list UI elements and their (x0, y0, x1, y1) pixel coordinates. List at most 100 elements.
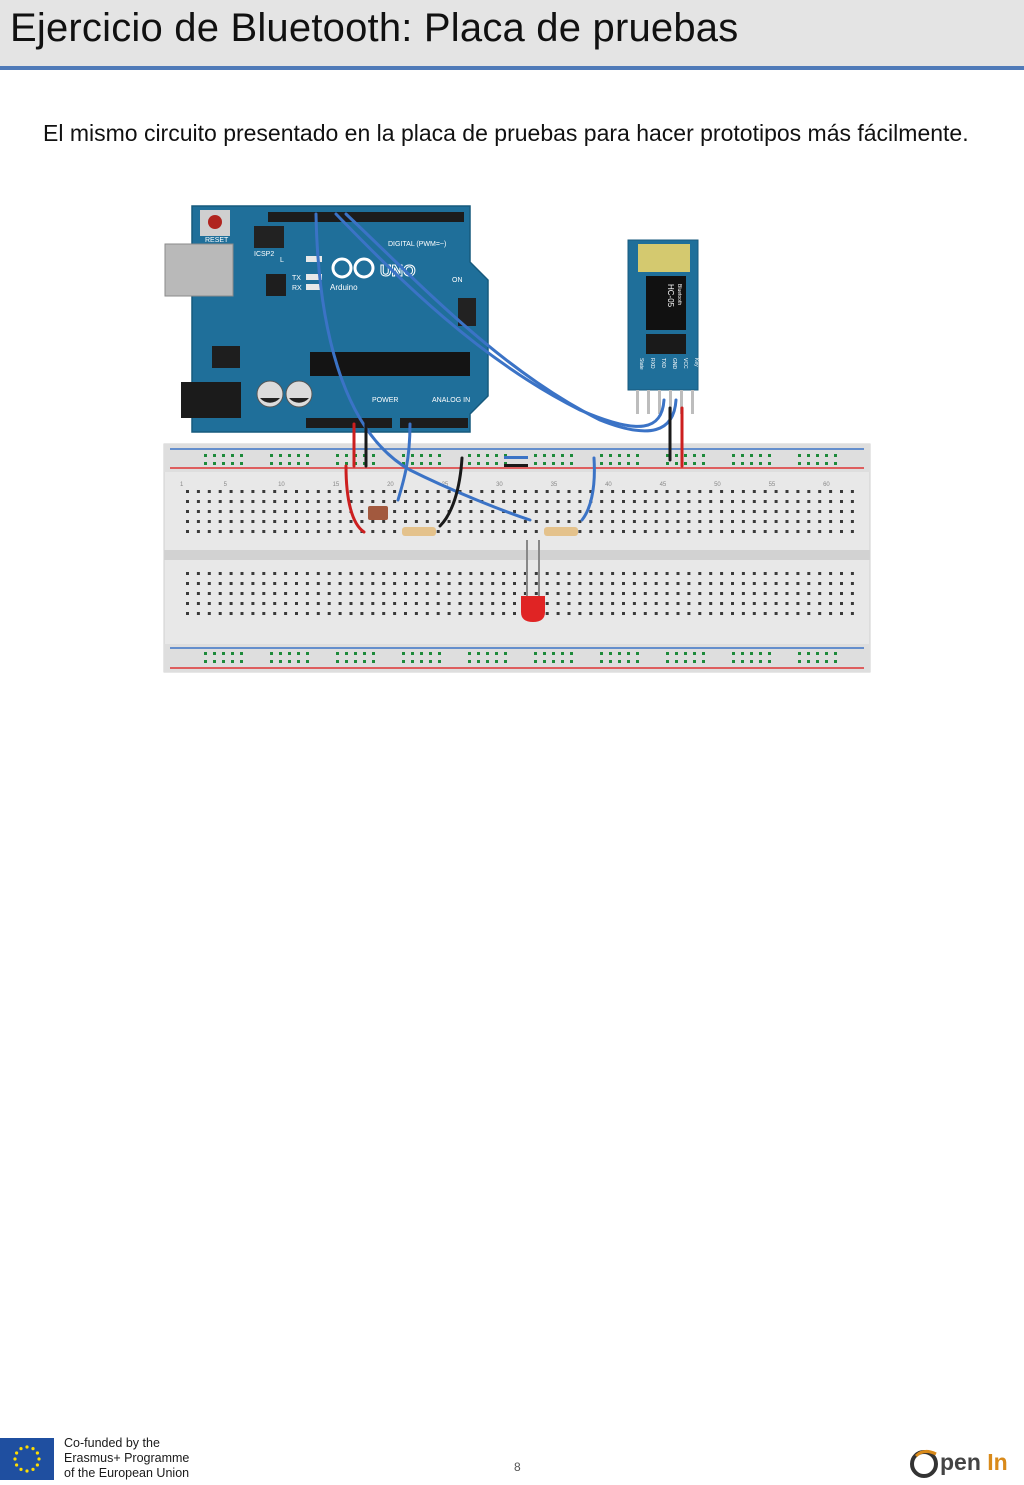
rail-hole (675, 462, 678, 465)
rail-hole (402, 652, 405, 655)
breadboard-hole (731, 582, 734, 585)
breadboard-hole (741, 592, 745, 595)
breadboard-hole (360, 490, 364, 493)
breadboard-hole (262, 572, 266, 575)
breadboard-hole (513, 602, 516, 605)
voltage-regulator (212, 346, 240, 368)
breadboard-hole (600, 500, 604, 503)
rail-hole (618, 660, 621, 663)
breadboard-hole (447, 572, 451, 575)
rail-hole (609, 660, 612, 663)
breadboard-hole (665, 520, 669, 523)
breadboard-hole (480, 572, 484, 575)
led-red (521, 596, 545, 622)
breadboard-hole (850, 592, 854, 595)
breadboard-hole (262, 592, 266, 595)
rail-hole (732, 660, 735, 663)
breadboard-hole (567, 612, 571, 615)
rail-hole (798, 660, 801, 663)
rail-hole (504, 660, 507, 663)
rail-hole (345, 660, 348, 663)
breadboard-hole (731, 510, 734, 513)
breadboard-hole (578, 490, 582, 493)
rail-hole (561, 462, 564, 465)
breadboard-hole (414, 612, 418, 615)
breadboard-hole (186, 572, 189, 575)
breadboard-hole (295, 490, 298, 493)
rail-hole (693, 652, 696, 655)
rail-hole (600, 660, 603, 663)
rail-hole (627, 652, 630, 655)
breadboard-hole (491, 500, 495, 503)
breadboard-hole (850, 582, 854, 585)
breadboard-hole (665, 592, 669, 595)
breadboard-hole (698, 582, 702, 585)
breadboard-hole (186, 592, 189, 595)
breadboard-hole (251, 490, 255, 493)
breadboard-hole (295, 602, 298, 605)
hc05-label: HC-05 (666, 284, 675, 308)
breadboard-hole (327, 500, 331, 503)
eu-line-2: Erasmus+ Programme (64, 1451, 190, 1465)
breadboard-hole (840, 490, 843, 493)
rail-hole (495, 660, 498, 663)
rail-hole (741, 660, 744, 663)
breadboard-hole (273, 490, 277, 493)
breadboard-hole (829, 490, 833, 493)
breadboard-hole (687, 530, 691, 533)
capacitor-left (256, 380, 284, 408)
eu-star (19, 1467, 23, 1471)
breadboard-hole (840, 520, 843, 523)
rail-hole (468, 652, 471, 655)
breadboard-hole (698, 530, 702, 533)
hc05-pin (647, 390, 650, 414)
breadboard-hole (316, 520, 320, 523)
rail-hole (609, 652, 612, 655)
breadboard-hole (545, 510, 549, 513)
rail-hole (570, 660, 573, 663)
breadboard-hole (240, 582, 244, 585)
breadboard-hole (458, 612, 462, 615)
breadboard-hole (654, 520, 658, 523)
breadboard-center-channel (164, 550, 870, 560)
breadboard-hole (316, 500, 320, 503)
breadboard-hole (785, 500, 789, 503)
breadboard-hole (491, 520, 495, 523)
breadboard-hole (360, 592, 364, 595)
breadboard-hole (731, 500, 734, 503)
breadboard-hole (534, 510, 538, 513)
breadboard-hole (741, 520, 745, 523)
rail-hole (666, 462, 669, 465)
breadboard-hole (567, 520, 571, 523)
breadboard-hole (480, 592, 484, 595)
rail-hole (486, 652, 489, 655)
jumper-blue-short (504, 456, 528, 459)
page-number: 8 (514, 1460, 521, 1474)
breadboard-hole (654, 612, 658, 615)
rail-hole (306, 652, 309, 655)
eu-star (37, 1457, 41, 1461)
breadboard-hole (818, 592, 822, 595)
breadboard-hole (632, 602, 636, 605)
rail-hole (477, 652, 480, 655)
rail-hole (816, 454, 819, 457)
breadboard-hole (807, 530, 811, 533)
digital-header (268, 212, 464, 222)
breadboard-hole (741, 612, 745, 615)
breadboard-hole (785, 530, 789, 533)
breadboard-hole (796, 510, 800, 513)
breadboard-hole (251, 510, 255, 513)
breadboard-hole (513, 572, 516, 575)
breadboard-hole (578, 612, 582, 615)
breadboard-hole (240, 510, 244, 513)
breadboard-hole (698, 500, 702, 503)
breadboard-hole (829, 520, 833, 523)
breadboard-hole (404, 572, 407, 575)
breadboard-hole (850, 520, 854, 523)
breadboard-hole (643, 510, 647, 513)
breadboard-hole (382, 592, 386, 595)
breadboard-hole (295, 592, 298, 595)
breadboard-hole (600, 490, 604, 493)
rail-hole (468, 462, 471, 465)
rail-hole (825, 652, 828, 655)
